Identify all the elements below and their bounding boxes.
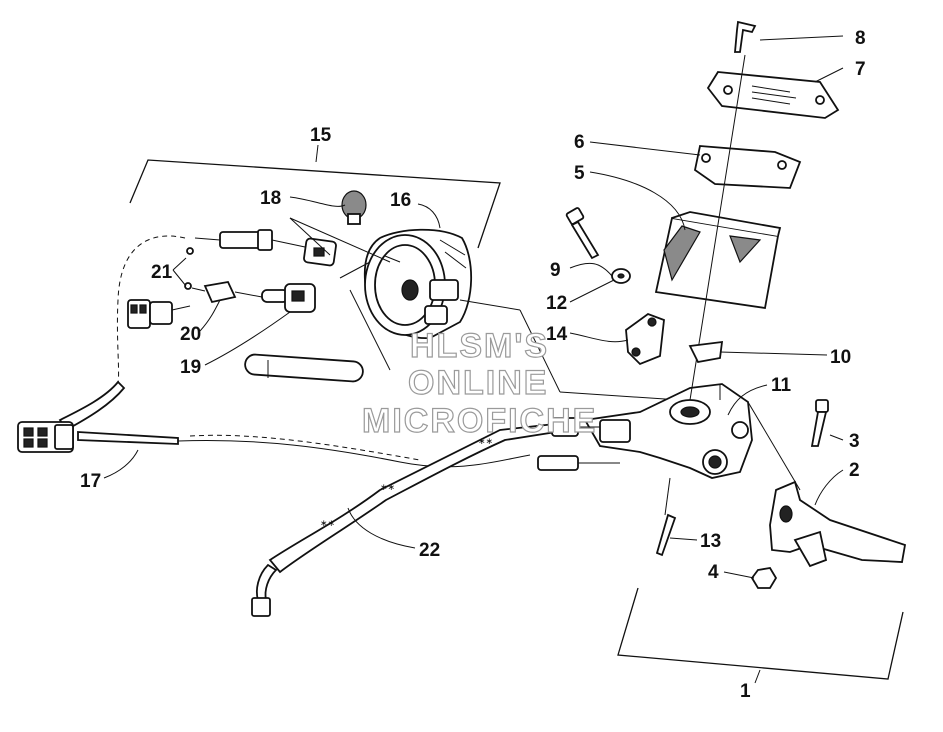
callout-19: 19 bbox=[180, 357, 201, 378]
callout-4: 4 bbox=[708, 562, 719, 583]
callout-12: 12 bbox=[546, 293, 567, 314]
group-1-bracket bbox=[617, 587, 904, 680]
callout-10: 10 bbox=[830, 347, 851, 368]
callout-5: 5 bbox=[574, 163, 585, 184]
reservoir bbox=[654, 211, 782, 310]
group-15-bracket bbox=[129, 159, 501, 249]
callout-13: 13 bbox=[700, 531, 721, 552]
callout-20: 20 bbox=[180, 324, 201, 345]
callout-9: 9 bbox=[550, 260, 561, 281]
watermark-line-1: HLSM'S bbox=[410, 327, 549, 365]
wiring-harness bbox=[17, 235, 531, 468]
brake-hose: ∗∗ ∗∗ ∗∗ bbox=[251, 417, 620, 617]
handlebar-clamp bbox=[625, 312, 665, 366]
callout-17: 17 bbox=[80, 471, 101, 492]
watermark: HLSM'S ONLINE MICROFICHE bbox=[361, 326, 597, 440]
callout-21: 21 bbox=[151, 262, 173, 283]
reservoir-gasket bbox=[693, 145, 802, 189]
callout-8: 8 bbox=[855, 28, 866, 49]
clamp-bolt bbox=[565, 207, 600, 260]
headlight-housing bbox=[363, 228, 473, 339]
boot-seal bbox=[688, 340, 724, 364]
svg-text:∗∗: ∗∗ bbox=[478, 437, 493, 447]
mount-screw bbox=[655, 477, 677, 557]
callout-1: 1 bbox=[740, 681, 751, 702]
lock-washer bbox=[611, 268, 631, 284]
master-cylinder bbox=[583, 383, 801, 491]
callout-18: 18 bbox=[260, 188, 281, 209]
callout-22: 22 bbox=[419, 540, 440, 561]
svg-text:∗∗: ∗∗ bbox=[320, 519, 335, 529]
pivot-nut bbox=[750, 567, 778, 589]
callout-15: 15 bbox=[310, 125, 332, 146]
cover-screw bbox=[734, 20, 757, 53]
lever-pivot-bolt bbox=[810, 399, 829, 447]
svg-text:∗∗: ∗∗ bbox=[380, 483, 395, 493]
callout-11: 11 bbox=[771, 375, 792, 396]
callout-14: 14 bbox=[546, 324, 568, 345]
callout-7: 7 bbox=[855, 59, 866, 80]
callout-3: 3 bbox=[849, 431, 860, 452]
brake-lever bbox=[769, 480, 907, 568]
callout-16: 16 bbox=[390, 190, 411, 211]
reservoir-cover bbox=[706, 71, 840, 119]
callout-2: 2 bbox=[849, 460, 860, 481]
watermark-line-3: MICROFICHE bbox=[362, 402, 597, 440]
watermark-line-2: ONLINE bbox=[408, 364, 548, 402]
callout-6: 6 bbox=[574, 132, 585, 153]
socket-parts bbox=[127, 190, 367, 383]
callout-labels: 1 2 3 4 5 6 7 8 9 10 11 12 13 14 15 16 1… bbox=[80, 28, 866, 702]
leader-lines bbox=[103, 35, 844, 684]
